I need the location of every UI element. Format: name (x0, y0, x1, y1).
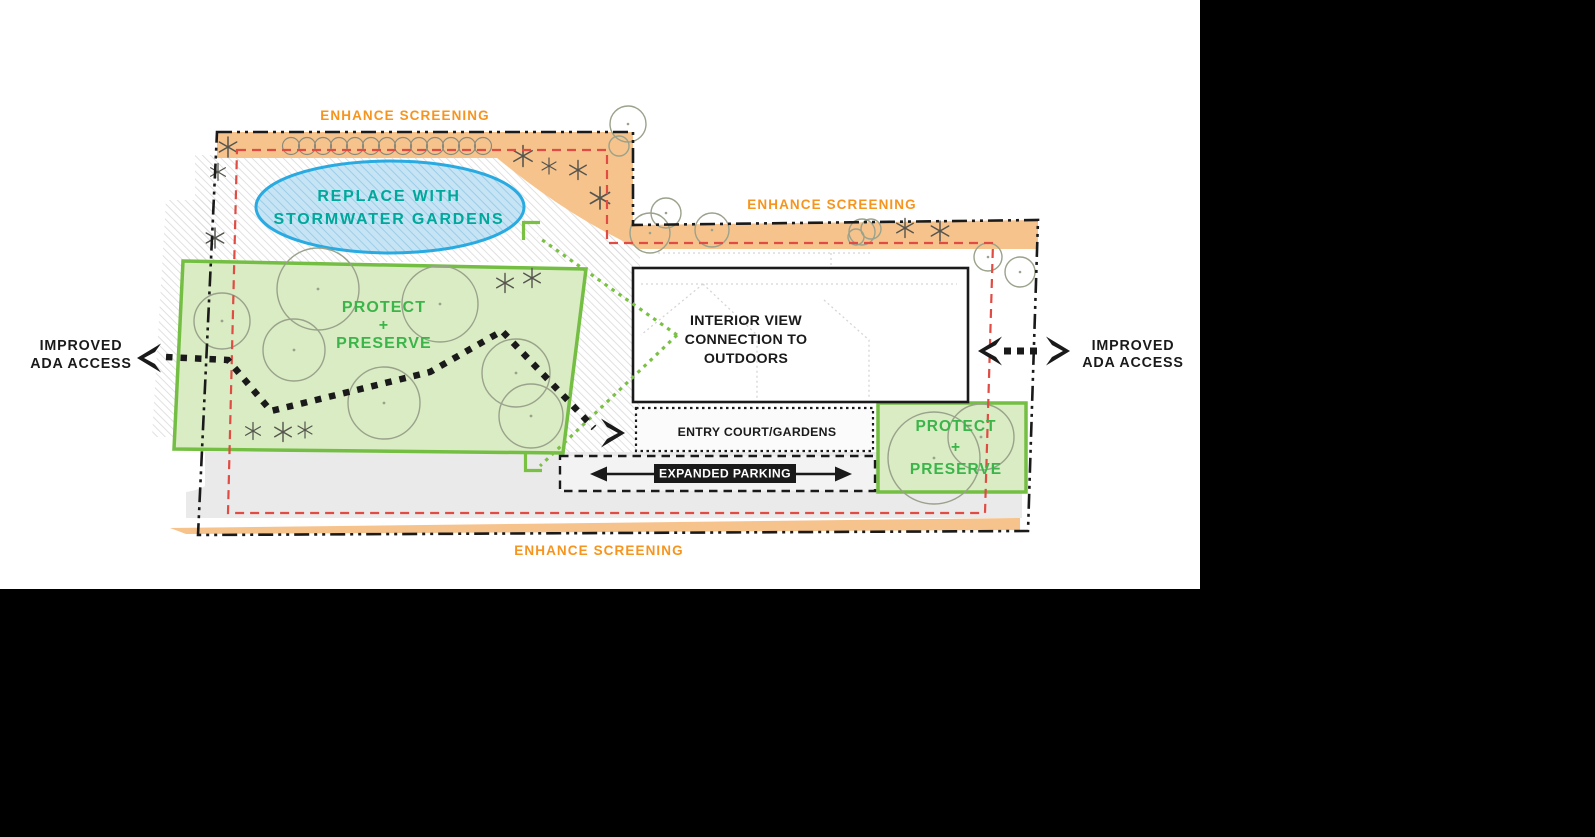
arrow-left-head (590, 466, 607, 482)
label-ada-east-line1: IMPROVED (1092, 338, 1175, 354)
setback-line (226, 148, 995, 515)
building-footprint (631, 266, 970, 404)
ada-path-west (137, 326, 625, 448)
ada-east-right-chevron-icon (1046, 336, 1070, 366)
ada-entry-chevron-icon (601, 418, 625, 448)
label-expanded-parking: EXPANDED PARKING (659, 467, 791, 481)
site-plan-canvas: ENHANCE SCREENING ENHANCE SCREENING ENHA… (0, 0, 1200, 589)
plan-labels: ENHANCE SCREENING ENHANCE SCREENING ENHA… (30, 108, 1183, 558)
view-cone (521, 220, 679, 473)
label-preserve-west-line1: PROTECT (342, 299, 426, 316)
label-entry-court: ENTRY COURT/GARDENS (678, 425, 837, 439)
preserve-area-east (876, 401, 1028, 494)
label-preserve-east-line2: + (951, 439, 961, 456)
label-interior-view-line2: CONNECTION TO (685, 332, 808, 348)
label-preserve-east-line3: PRESERVE (910, 461, 1002, 478)
label-screening-south: ENHANCE SCREENING (514, 543, 683, 558)
site-plan-svg: ENHANCE SCREENING ENHANCE SCREENING ENHA… (30, 105, 1183, 558)
label-preserve-west-line2: + (379, 317, 389, 334)
screening-band-north (217, 132, 1038, 249)
label-interior-view-line1: INTERIOR VIEW (690, 313, 802, 329)
expanded-parking-arrow (590, 464, 852, 483)
view-cone-arrow-upper (521, 220, 540, 240)
shrub-row (281, 136, 493, 156)
property-boundary-line (196, 130, 1040, 537)
tree-symbols (193, 105, 1036, 505)
label-interior-view-line3: OUTDOORS (704, 351, 788, 367)
label-screening-north: ENHANCE SCREENING (320, 108, 489, 123)
label-screening-northeast: ENHANCE SCREENING (747, 197, 916, 212)
label-ada-west-line1: IMPROVED (40, 338, 123, 354)
ada-east-left-chevron-icon (978, 336, 1002, 366)
screening-band-south (170, 518, 1020, 534)
entry-court-area (634, 406, 875, 453)
label-stormwater-line2: STORMWATER GARDENS (274, 211, 505, 228)
arrow-right-head (835, 466, 852, 482)
ada-arrow-east (978, 336, 1070, 366)
view-cone-arrow-lower (523, 454, 542, 473)
label-preserve-west-line3: PRESERVE (336, 335, 432, 352)
label-ada-west-line2: ADA ACCESS (30, 356, 131, 372)
ada-west-chevron-icon (137, 343, 161, 373)
screening-zones (170, 132, 1038, 534)
preserve-area-west (172, 259, 588, 455)
label-ada-east-line2: ADA ACCESS (1082, 355, 1183, 371)
expanded-parking-label-box (654, 464, 796, 483)
stormwater-gardens-ellipse (254, 159, 526, 255)
label-stormwater-line1: REPLACE WITH (317, 188, 460, 205)
label-preserve-east-line1: PROTECT (915, 418, 996, 435)
